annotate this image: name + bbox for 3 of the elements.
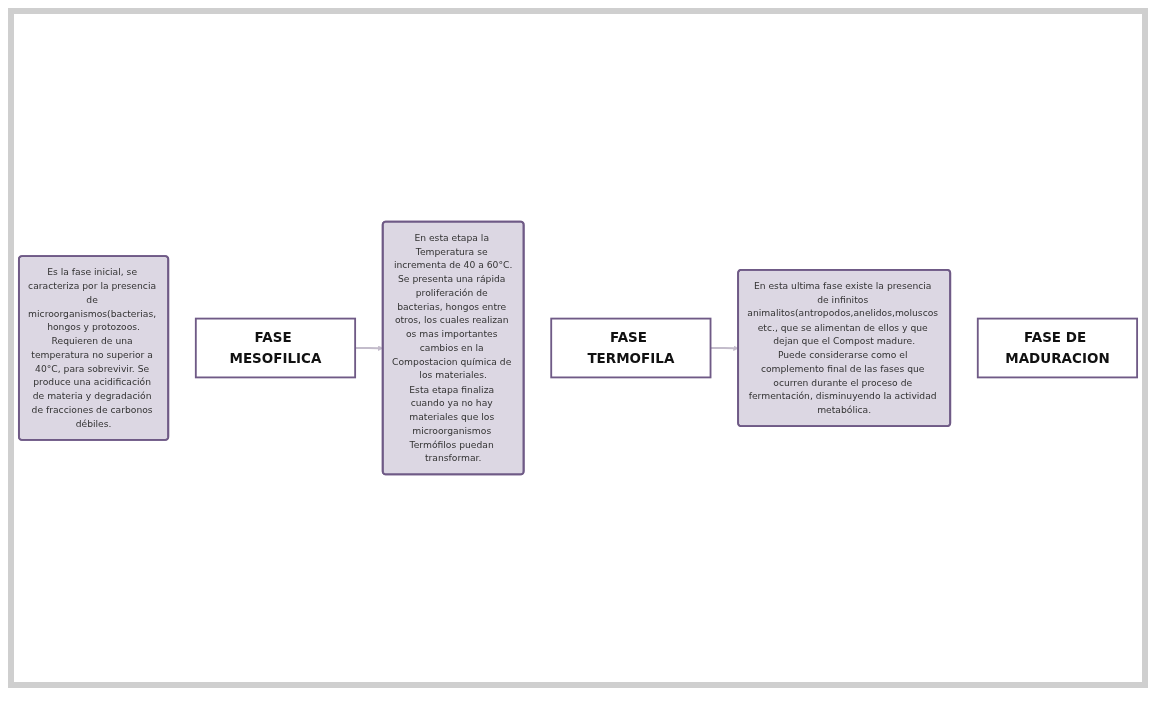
node-box: FASE TERMOFILA <box>550 317 712 379</box>
node-box: FASE DE MADURACION <box>976 317 1138 379</box>
node-box: FASE MESOFILICA <box>194 317 357 379</box>
